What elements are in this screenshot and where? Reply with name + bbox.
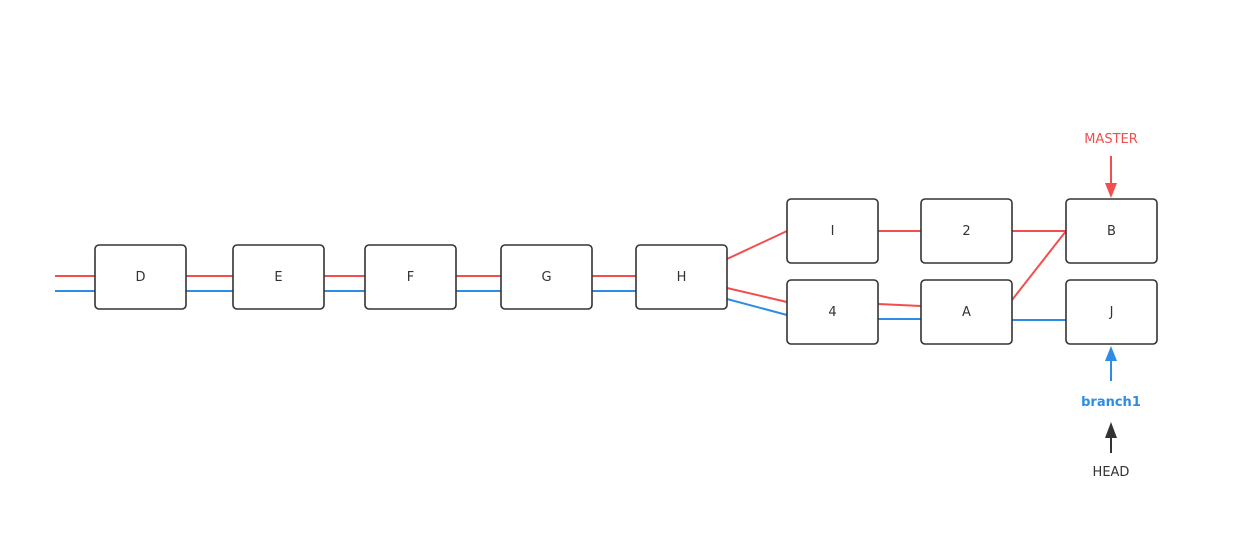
commit-label: H	[677, 270, 687, 285]
master-edge-h-4	[726, 287, 788, 303]
master-arrow-head-icon	[1105, 183, 1117, 198]
head-ref[interactable]: HEAD	[1093, 422, 1130, 480]
commit-node-g[interactable]: G	[500, 244, 593, 310]
commit-node-b[interactable]: B	[1065, 198, 1158, 264]
head-label: HEAD	[1093, 465, 1130, 480]
commit-node-d[interactable]: D	[94, 244, 187, 310]
master-ref[interactable]: MASTER	[1084, 132, 1138, 198]
commit-label: 2	[962, 224, 970, 239]
branch-edge-h-4	[726, 298, 788, 316]
commit-label: F	[407, 270, 414, 285]
commit-node-e[interactable]: E	[232, 244, 325, 310]
master-edge-h-i	[726, 230, 788, 260]
commit-node-h[interactable]: H	[635, 244, 728, 310]
commit-label: A	[962, 305, 971, 320]
commit-node-i[interactable]: I	[786, 198, 879, 264]
head-arrow-head-icon	[1105, 422, 1117, 438]
master-edges	[55, 230, 1067, 307]
branch1-ref[interactable]: branch1	[1081, 346, 1141, 410]
commit-node-j[interactable]: J	[1065, 279, 1158, 345]
branch1-arrow-head-icon	[1105, 346, 1117, 361]
master-edge-a-b	[1011, 230, 1067, 301]
commit-label: I	[831, 224, 835, 239]
commit-label: G	[541, 270, 551, 285]
master-edge-4-a	[877, 303, 922, 307]
commit-node-a[interactable]: A	[920, 279, 1013, 345]
commit-node-2[interactable]: 2	[920, 198, 1013, 264]
commit-label: J	[1109, 305, 1114, 320]
commit-node-4[interactable]: 4	[786, 279, 879, 345]
branch-edges	[55, 290, 1066, 321]
commit-label: D	[135, 270, 145, 285]
master-label: MASTER	[1084, 132, 1138, 147]
branch1-label: branch1	[1081, 395, 1141, 410]
commit-label: B	[1107, 224, 1116, 239]
commit-label: 4	[828, 305, 836, 320]
commit-node-f[interactable]: F	[364, 244, 457, 310]
commit-label: E	[274, 270, 282, 285]
